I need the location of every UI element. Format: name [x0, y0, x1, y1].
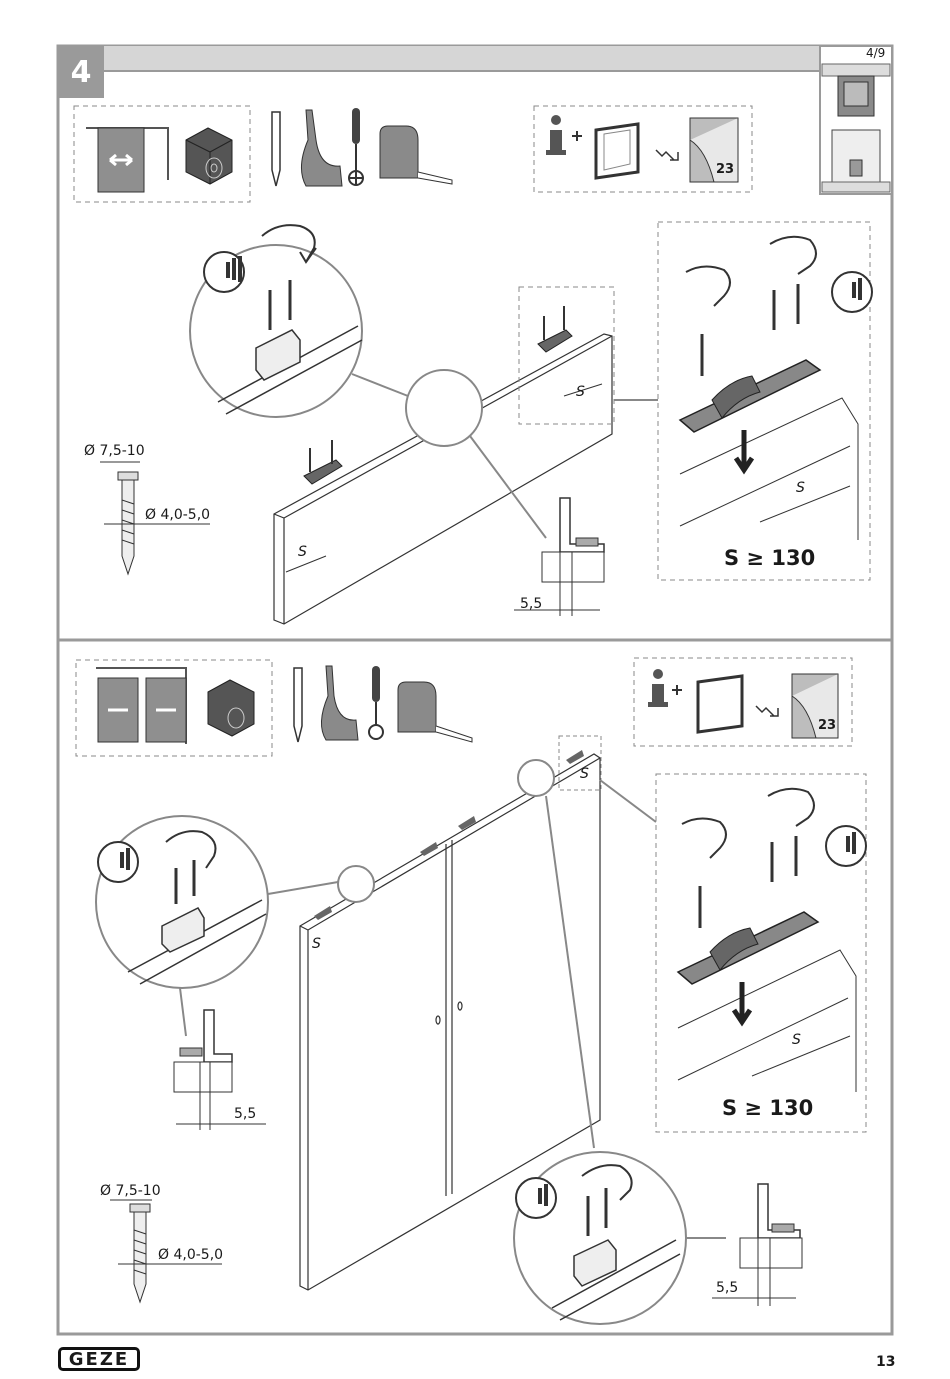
- hanger-bracket: [537, 306, 573, 353]
- profile-detail: [173, 1009, 266, 1130]
- step-progress: 4/9: [866, 46, 886, 60]
- info-icon: [648, 669, 682, 707]
- hanger-bracket: [314, 750, 584, 920]
- strength-icon: [97, 841, 139, 883]
- dimension-s: S: [298, 544, 307, 560]
- screw-head-diameter: Ø 7,5-10: [100, 1183, 161, 1199]
- door-type-box: [75, 659, 273, 757]
- detail-circle-large: [95, 815, 269, 989]
- screwdriver-icon: [368, 666, 384, 740]
- wood-block-icon: [207, 679, 255, 737]
- door-type-box: [73, 105, 251, 203]
- screw-head-diameter: Ø 7,5-10: [84, 443, 145, 459]
- dimension-s: S: [576, 384, 585, 400]
- detail-circle-small: [337, 865, 375, 903]
- arrow-icon: [755, 705, 779, 717]
- spacing-detail-box: [657, 221, 871, 581]
- bracket-detail: [217, 280, 363, 415]
- pencil-icon: [271, 111, 281, 187]
- info-icon: [546, 115, 582, 155]
- screw-shank-diameter: Ø 4,0-5,0: [158, 1247, 224, 1263]
- detail-circle-small: [405, 369, 483, 447]
- rotate-arrow-icon: [261, 224, 317, 264]
- door-panel: [273, 333, 613, 625]
- offset-dimension: 5,5: [716, 1280, 739, 1296]
- manual-page-ref: 23: [818, 718, 837, 733]
- rotate-arrow-icon: [581, 1164, 633, 1201]
- strength-icon: [203, 251, 245, 293]
- pencil-icon: [293, 667, 303, 743]
- step-number: 4: [58, 46, 104, 98]
- screw-diagram: [100, 461, 210, 576]
- spacing-rule: S ≥ 130: [722, 1096, 814, 1120]
- dimension-s: S: [792, 1032, 801, 1048]
- screw-shank-diameter: Ø 4,0-5,0: [145, 507, 211, 523]
- brand-logo: GEZE: [58, 1347, 140, 1371]
- dimension-s: S: [796, 480, 805, 496]
- bracket-large: [676, 836, 857, 1092]
- page-number: 13: [876, 1354, 896, 1370]
- bracket-detail: [127, 860, 267, 985]
- strength-icon: [515, 1177, 557, 1219]
- manual-page-icon: [791, 673, 839, 739]
- double-door-icon: [96, 667, 187, 744]
- dimension-s: S: [312, 936, 321, 952]
- dimension-s: S: [580, 766, 589, 782]
- rotate-arrow-icon: [165, 830, 217, 869]
- rotate-arrow-icon: [685, 235, 817, 307]
- single-door-icon: [86, 127, 169, 193]
- rotate-arrow-icon: [681, 787, 815, 859]
- arrow-icon: [655, 149, 679, 161]
- info-box: [633, 657, 853, 747]
- profile-detail: [712, 1183, 803, 1306]
- bracket-large: [678, 284, 859, 540]
- hanger-bracket: [303, 440, 343, 485]
- wood-block-icon: [185, 127, 233, 185]
- manual-page-ref: 23: [716, 162, 735, 177]
- drill-icon: [321, 665, 359, 741]
- bracket-detail: [551, 1188, 681, 1321]
- tape-measure-icon: [379, 125, 453, 185]
- tape-measure-icon: [397, 681, 473, 743]
- strength-icon: [831, 271, 873, 313]
- profile-detail: [514, 497, 605, 616]
- spacing-detail-box: [655, 773, 867, 1133]
- screwdriver-icon: [348, 108, 364, 186]
- overview-thumbnail: [819, 45, 893, 195]
- info-box: [533, 105, 753, 193]
- double-door-panel: [299, 753, 601, 1291]
- detail-circle-small: [517, 759, 555, 797]
- header-bar: [104, 46, 820, 70]
- manual-page-icon: [689, 117, 739, 183]
- drill-icon: [301, 109, 343, 187]
- offset-dimension: 5,5: [520, 596, 543, 612]
- screw-diagram: [110, 1199, 222, 1304]
- glass-panel-icon: [594, 122, 640, 180]
- offset-dimension: 5,5: [234, 1106, 257, 1122]
- spacing-rule: S ≥ 130: [724, 546, 816, 570]
- strength-icon: [825, 825, 867, 867]
- glass-panel-icon: [696, 674, 744, 734]
